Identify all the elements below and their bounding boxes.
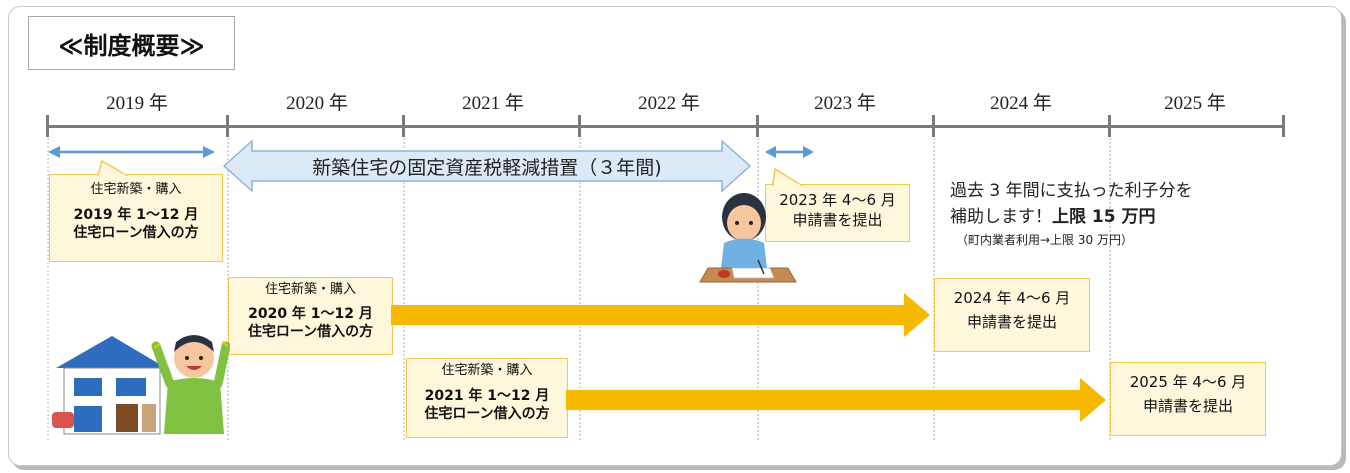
purchase-callout-2019: 住宅新築・購入 2019 年 1～12 月 住宅ローン借入の方 bbox=[49, 174, 223, 262]
callout-line: 申請書を提出 bbox=[966, 313, 1057, 332]
subsidy-line: 過去 3 年間に支払った利子分を bbox=[950, 181, 1193, 201]
callout-line: 住宅新築・購入 bbox=[264, 282, 356, 297]
axis-tick bbox=[1282, 115, 1285, 137]
grid-line bbox=[579, 138, 581, 440]
house-icon bbox=[52, 336, 166, 435]
grid-line bbox=[1109, 138, 1111, 440]
purchase-callout-2020: 住宅新築・購入 2020 年 1～12 月 住宅ローン借入の方 bbox=[228, 277, 393, 355]
year-label: 2025 年 bbox=[1164, 93, 1226, 114]
callout-line: 申請書を提出 bbox=[792, 211, 883, 230]
blue-double-arrow-2023 bbox=[765, 146, 814, 158]
callout-line: 住宅ローン借入の方 bbox=[73, 225, 199, 242]
subsidy-line: 補助します！上限 15 万円 bbox=[950, 204, 1270, 230]
axis-tick bbox=[226, 115, 229, 137]
timeline-axis bbox=[47, 125, 1284, 128]
callout-pointer bbox=[97, 160, 129, 176]
callout-line: 住宅新築・購入 bbox=[441, 363, 533, 378]
axis-tick bbox=[1108, 115, 1111, 137]
year-label: 2023 年 bbox=[814, 93, 876, 114]
tax-relief-arrow bbox=[222, 139, 752, 193]
callout-line: 2020 年 1～12 月 bbox=[248, 305, 373, 322]
axis-tick bbox=[756, 115, 759, 137]
yellow-arrow-2021 bbox=[566, 390, 1084, 410]
callout-line: 2025 年 4～6 月 bbox=[1129, 373, 1247, 391]
purchase-callout-2021: 住宅新築・購入 2021 年 1～12 月 住宅ローン借入の方 bbox=[406, 358, 568, 438]
person-writing-illustration bbox=[699, 193, 797, 283]
callout-line: 申請書を提出 bbox=[1142, 397, 1233, 416]
house-illustration bbox=[52, 335, 230, 435]
grid-line bbox=[47, 138, 49, 440]
callout-line: 2023 年 4～6 月 bbox=[779, 191, 896, 209]
axis-tick bbox=[578, 115, 581, 137]
yellow-arrow-2020 bbox=[391, 305, 907, 325]
tax-relief-label: 新築住宅の固定資産税軽減措置（３年間) bbox=[312, 157, 662, 179]
person-writing-icon bbox=[699, 193, 797, 283]
callout-line: 2019 年 1～12 月 bbox=[73, 206, 199, 223]
subsidy-text: 補助します！ bbox=[950, 207, 1052, 228]
callout-line: 2021 年 1～12 月 bbox=[424, 387, 550, 404]
happy-person-icon bbox=[151, 335, 230, 434]
apply-callout-2024: 2024 年 4～6 月 申請書を提出 bbox=[934, 278, 1090, 352]
year-label: 2022 年 bbox=[638, 93, 700, 114]
apply-callout-2023: 2023 年 4～6 月 申請書を提出 bbox=[765, 184, 910, 242]
subsidy-note: 過去 3 年間に支払った利子分を 補助します！上限 15 万円 （町内業者利用→… bbox=[950, 178, 1270, 249]
grid-line bbox=[403, 138, 405, 440]
year-header: 2019 年 2020 年 2021 年 2022 年 2023 年 2024 … bbox=[47, 88, 1284, 128]
page-title: ≪制度概要≫ bbox=[28, 16, 235, 70]
axis-tick bbox=[46, 115, 49, 137]
yellow-arrow-head bbox=[904, 293, 930, 337]
callout-line: 住宅ローン借入の方 bbox=[424, 406, 550, 423]
grid-line bbox=[757, 138, 759, 440]
axis-tick bbox=[402, 115, 405, 137]
callout-pointer bbox=[772, 168, 804, 186]
subsidy-limit: 上限 15 万円 bbox=[1052, 207, 1156, 228]
year-label: 2021 年 bbox=[462, 93, 524, 114]
year-label: 2019 年 bbox=[106, 93, 168, 114]
axis-tick bbox=[932, 115, 935, 137]
callout-line: 住宅ローン借入の方 bbox=[247, 324, 374, 341]
blue-double-arrow-2019 bbox=[48, 146, 215, 158]
year-label: 2020 年 bbox=[286, 93, 348, 114]
year-label: 2024 年 bbox=[990, 93, 1052, 114]
subsidy-line: （町内業者利用→上限 30 万円） bbox=[956, 232, 1133, 247]
yellow-arrow-head bbox=[1080, 378, 1106, 422]
callout-line: 住宅新築・購入 bbox=[90, 182, 182, 197]
callout-line: 2024 年 4～6 月 bbox=[953, 289, 1071, 307]
apply-callout-2025: 2025 年 4～6 月 申請書を提出 bbox=[1110, 362, 1266, 436]
